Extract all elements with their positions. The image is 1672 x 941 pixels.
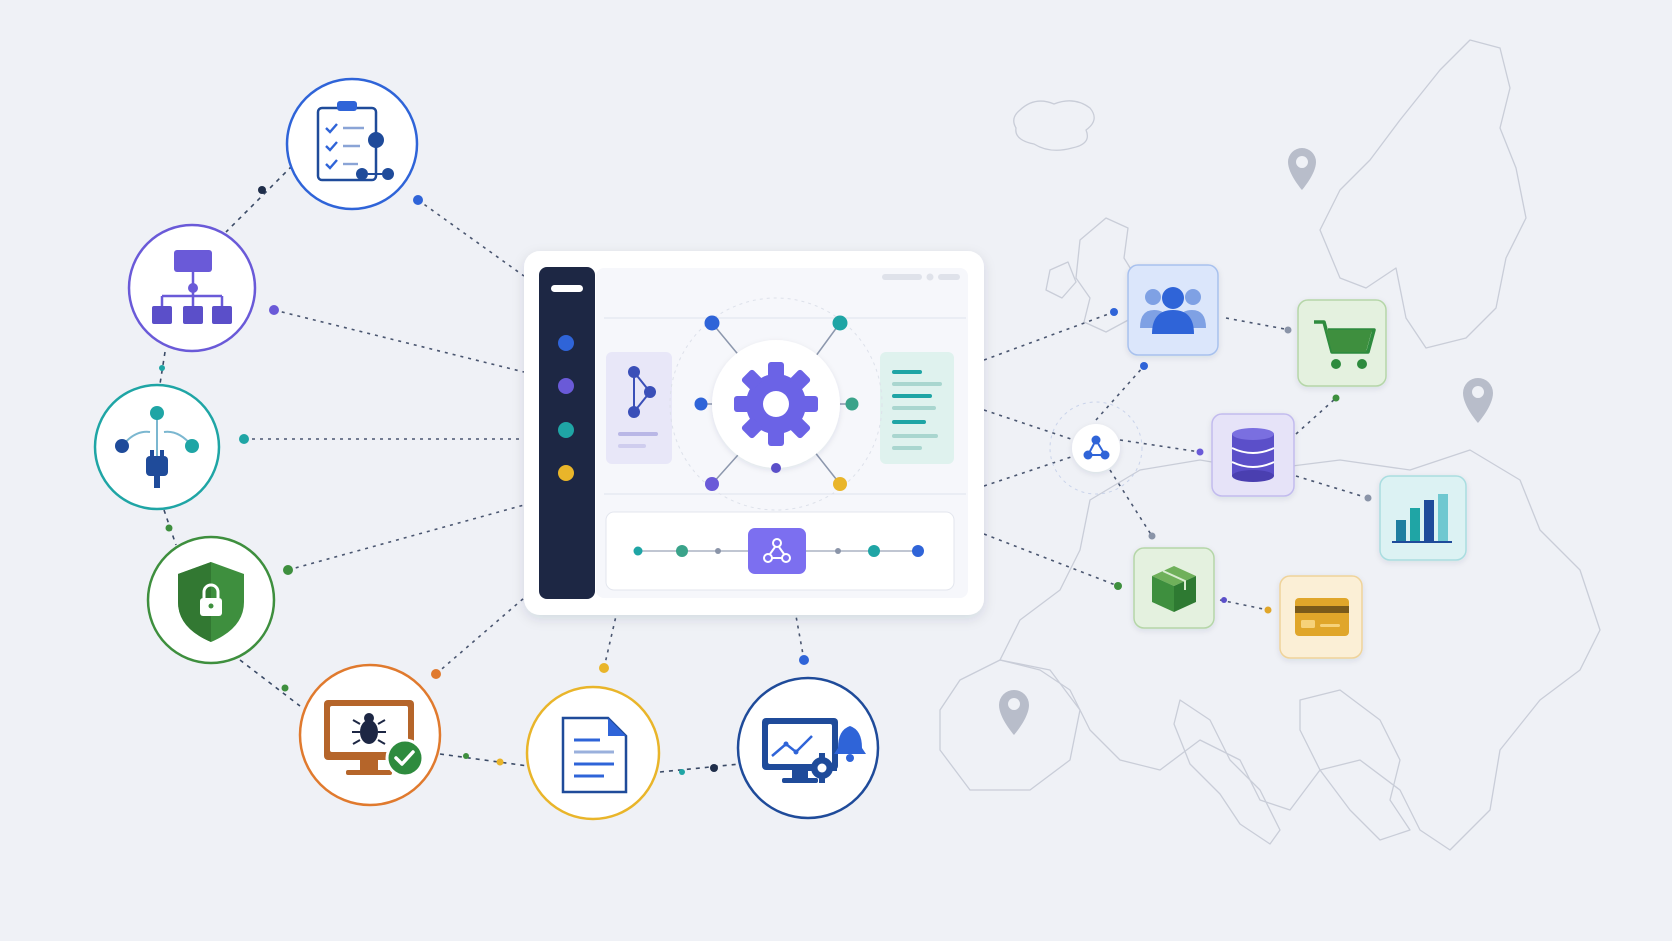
node-analytics[interactable]	[1379, 475, 1467, 561]
map-pin-icon	[1463, 378, 1493, 423]
node-package[interactable]	[1133, 547, 1215, 629]
right-connector-dots	[1110, 308, 1372, 614]
map-balkans	[1299, 689, 1411, 841]
bar-chart-icon	[1392, 494, 1452, 543]
gear-small-icon	[807, 753, 837, 783]
map-iceland	[1013, 100, 1095, 151]
pipeline-panel[interactable]	[605, 511, 955, 591]
europe-map-background	[939, 39, 1601, 851]
node-payment[interactable]	[1279, 575, 1363, 659]
alert-bell-icon	[834, 726, 866, 762]
content-frame	[604, 317, 966, 495]
node-database[interactable]	[1211, 413, 1295, 497]
network-icon	[763, 538, 791, 563]
node-users[interactable]	[1127, 264, 1219, 356]
node-integration[interactable]	[93, 383, 221, 511]
map-italy	[1173, 699, 1281, 845]
shield-lock-icon	[178, 562, 244, 642]
map-iberia	[939, 659, 1081, 791]
map-mainland	[999, 449, 1601, 851]
bug-monitor-icon	[324, 700, 425, 778]
node-security[interactable]	[146, 535, 276, 665]
central-hub[interactable]	[669, 297, 883, 511]
branch-icon	[628, 366, 656, 418]
text-panel[interactable]	[880, 352, 954, 464]
node-cart[interactable]	[1297, 299, 1387, 387]
map-pin-icon	[1288, 148, 1316, 190]
window-controls	[882, 273, 960, 281]
node-monitoring[interactable]	[736, 676, 880, 820]
bug-icon	[352, 713, 386, 745]
plug-network-icon	[115, 406, 199, 488]
credit-card-icon	[1295, 598, 1349, 636]
map-pin-icon	[999, 690, 1029, 735]
org-chart-icon	[152, 250, 232, 324]
sidebar-dot-teal[interactable]	[558, 422, 574, 438]
sidebar-dot-purple[interactable]	[558, 378, 574, 394]
document-icon	[561, 716, 628, 794]
flow-panel[interactable]	[606, 352, 672, 464]
map-british-isles	[1045, 217, 1141, 333]
sidebar-dot-blue[interactable]	[558, 335, 574, 351]
users-icon	[1140, 287, 1206, 334]
monitor-alert-icon	[762, 718, 866, 783]
right-connectors	[983, 311, 1369, 611]
node-documents[interactable]	[525, 685, 661, 821]
left-connectors	[244, 199, 805, 675]
left-connector-dots	[239, 195, 809, 679]
gear-icon	[734, 362, 818, 446]
network-hub-icon	[1083, 435, 1110, 460]
map-scandinavia	[1319, 39, 1527, 349]
node-hierarchy[interactable]	[127, 223, 257, 353]
dashboard-sidebar[interactable]	[539, 267, 595, 599]
right-hub	[1049, 401, 1143, 495]
package-icon	[1152, 566, 1196, 612]
database-icon	[1231, 428, 1275, 482]
sidebar-dot-yellow[interactable]	[558, 465, 574, 481]
node-checklist[interactable]	[285, 77, 419, 211]
node-testing[interactable]	[298, 663, 442, 807]
shopping-cart-icon	[1314, 320, 1376, 369]
dashboard-window[interactable]	[524, 251, 984, 615]
checklist-icon	[316, 101, 394, 182]
outer-ring-dots	[159, 186, 718, 775]
